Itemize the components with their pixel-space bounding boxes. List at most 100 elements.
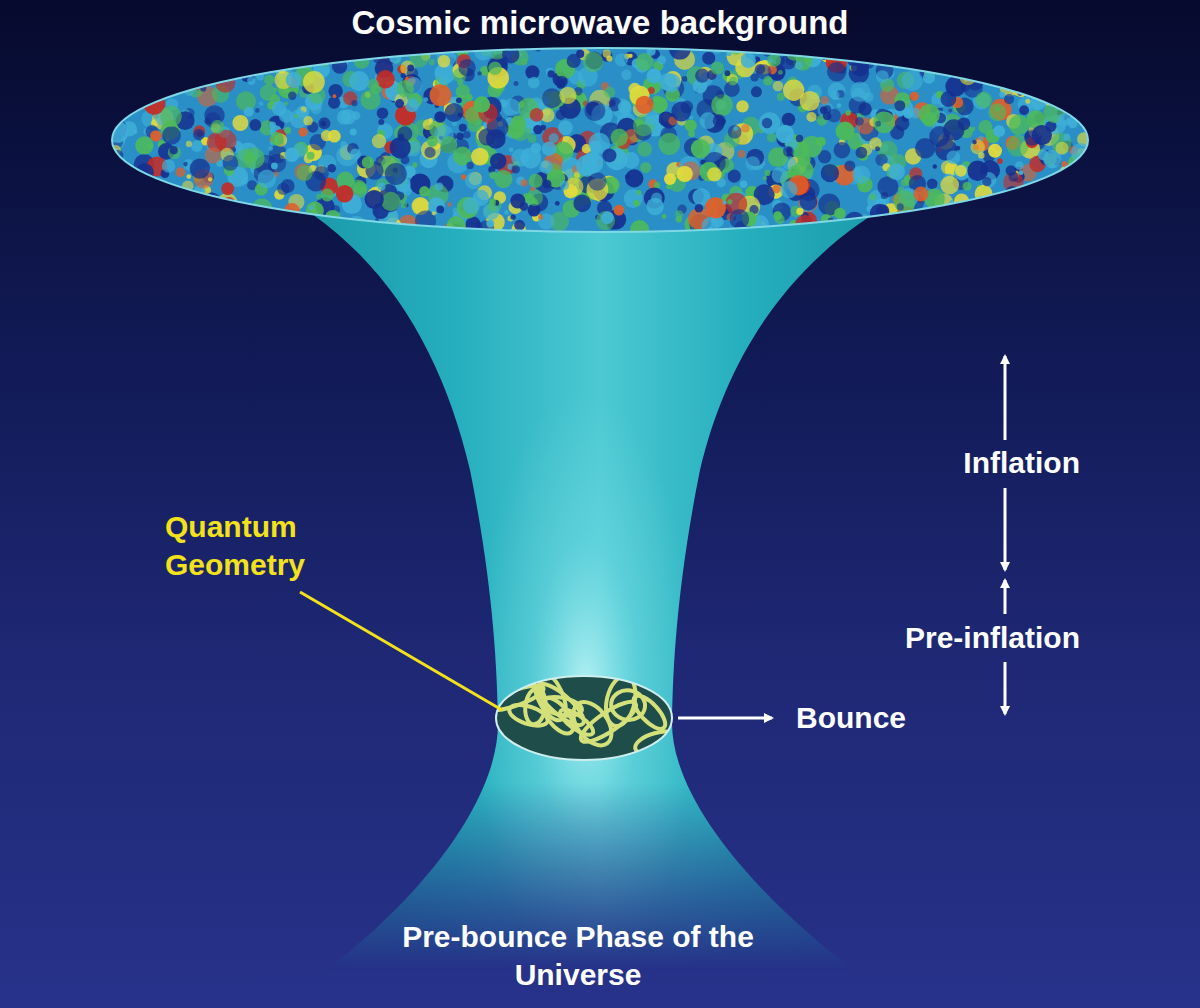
- cmb-spot: [456, 132, 464, 140]
- cmb-spot: [954, 165, 970, 181]
- cmb-spot: [477, 71, 481, 75]
- cmb-spot: [852, 166, 870, 184]
- cmb-spot: [429, 59, 435, 65]
- cmb-spot: [882, 224, 893, 235]
- cmb-spot: [972, 140, 977, 145]
- cmb-spot: [1056, 178, 1075, 197]
- cmb-spot: [401, 202, 408, 209]
- cmb-spot: [1007, 190, 1027, 210]
- cmb-spot: [1014, 196, 1034, 216]
- cmb-spot: [604, 87, 615, 98]
- cmb-spot: [270, 132, 284, 146]
- cmb-spot: [1062, 91, 1071, 100]
- cmb-spot: [914, 187, 929, 202]
- cmb-spot: [800, 193, 818, 211]
- cmb-spot: [191, 212, 209, 230]
- cmb-spot: [362, 156, 374, 168]
- cmb-spot: [150, 204, 161, 215]
- cmb-spot: [134, 51, 154, 71]
- cmb-spot: [751, 74, 759, 82]
- cmb-spot: [723, 201, 727, 205]
- cmb-spot: [1009, 115, 1029, 135]
- cmb-spot: [132, 59, 139, 66]
- cmb-spot: [741, 53, 756, 68]
- cmb-spot: [440, 136, 457, 153]
- bottom-label: Pre-bounce Phase of the Universe: [368, 918, 788, 994]
- cmb-spot: [1054, 82, 1070, 98]
- cmb-spot: [488, 61, 501, 74]
- cmb-spot: [314, 166, 329, 181]
- cmb-spot: [555, 201, 560, 206]
- cmb-spot: [933, 164, 937, 168]
- quantum-loop: [601, 673, 640, 729]
- cmb-spot: [1064, 68, 1081, 85]
- cmb-spot: [258, 170, 277, 189]
- cmb-spot: [976, 92, 992, 108]
- cmb-spot: [162, 126, 181, 145]
- cmb-spot: [1048, 90, 1054, 96]
- cmb-spot: [177, 209, 197, 229]
- cmb-spot: [1020, 83, 1027, 90]
- cmb-spot: [734, 126, 739, 131]
- cmb-spot: [415, 210, 436, 231]
- cmb-spot: [633, 200, 639, 206]
- cmb-spot: [763, 176, 768, 181]
- cmb-spot: [205, 147, 221, 163]
- cmb-spot: [948, 108, 952, 112]
- cmb-spot: [767, 133, 777, 143]
- cmb-spot: [1019, 105, 1029, 115]
- cmb-spot: [294, 51, 310, 67]
- cmb-spot: [1061, 92, 1069, 100]
- cmb-spot: [191, 140, 203, 152]
- cmb-spot: [332, 94, 336, 98]
- cmb-spot: [119, 65, 135, 81]
- cmb-spot: [677, 166, 693, 182]
- cmb-spot: [386, 48, 390, 52]
- cmb-spot: [463, 197, 480, 214]
- cmb-spot: [745, 156, 759, 170]
- cmb-spot: [615, 53, 628, 66]
- cmb-spot: [503, 99, 521, 117]
- cmb-spot: [310, 103, 321, 114]
- cmb-spot: [994, 209, 1003, 218]
- cmb-spot: [331, 44, 343, 56]
- cmb-spot: [1056, 54, 1076, 74]
- cmb-spot: [427, 136, 438, 147]
- cmb-spot: [1064, 53, 1075, 64]
- cmb-spot: [640, 162, 651, 173]
- cmb-spot: [922, 112, 937, 127]
- cmb-rim: [112, 48, 1088, 232]
- cmb-spot: [850, 40, 870, 60]
- cmb-spot: [294, 114, 299, 119]
- cmb-spot: [142, 213, 161, 232]
- cmb-spot: [311, 41, 325, 55]
- cmb-spot: [317, 219, 337, 239]
- cmb-spot: [1056, 142, 1069, 155]
- cmb-spot: [509, 147, 514, 152]
- cmb-spot: [1019, 170, 1024, 175]
- cmb-spot: [636, 53, 654, 71]
- cmb-spot: [211, 42, 230, 61]
- funnel-glow: [475, 390, 695, 990]
- cmb-spot: [1023, 228, 1028, 233]
- cmb-fluctuations: [102, 38, 1094, 241]
- cmb-spot: [271, 163, 278, 170]
- cmb-spot: [159, 208, 166, 215]
- cmb-spot: [412, 162, 417, 167]
- cmb-spot: [1042, 55, 1060, 73]
- cmb-spot: [1004, 94, 1014, 104]
- cmb-spot: [186, 174, 191, 179]
- cmb-spot: [1059, 172, 1064, 177]
- cmb-spot: [202, 200, 223, 221]
- cmb-spot: [971, 210, 978, 217]
- cmb-spot: [197, 131, 203, 137]
- cmb-spot: [350, 129, 357, 136]
- cmb-spot: [157, 211, 177, 231]
- quantum-loop: [507, 701, 550, 730]
- cmb-spot: [377, 183, 385, 191]
- cmb-spot: [772, 167, 788, 183]
- cmb-spot: [183, 162, 188, 167]
- cmb-spot: [409, 47, 429, 67]
- cmb-spot: [1036, 79, 1052, 95]
- cmb-spot: [377, 107, 389, 119]
